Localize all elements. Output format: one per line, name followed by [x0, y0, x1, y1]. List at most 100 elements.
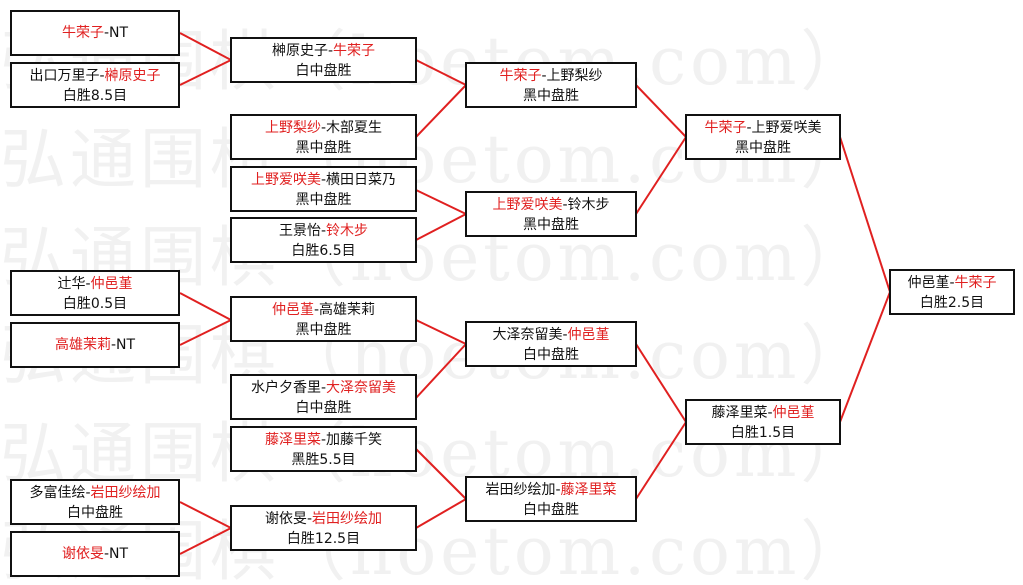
bracket-connector	[415, 319, 467, 345]
match-result: 黑中盘胜	[295, 322, 352, 338]
winner-name: 仲邑堇	[772, 405, 815, 421]
bracket-connector	[179, 501, 232, 529]
player-name: 岩田纱绘加	[485, 482, 556, 498]
player-name: 仲邑堇	[907, 275, 950, 291]
player-name: 高雄茉莉	[319, 302, 376, 318]
winner-name: 谢依旻	[61, 546, 104, 562]
winner-name: 牛荣子	[333, 43, 376, 59]
winner-name: 上野梨纱	[264, 120, 321, 136]
winner-name: 仲邑堇	[90, 276, 133, 292]
player-name: 水户夕香里	[250, 380, 321, 396]
match-players: 辻华-仲邑堇	[12, 274, 178, 294]
match-players: 谢依旻-NT	[62, 544, 128, 564]
match-result: 白胜2.5目	[919, 295, 985, 311]
winner-name: 牛荣子	[704, 120, 747, 136]
match-players: 大泽奈留美-仲邑堇	[467, 325, 635, 345]
match-result: 白中盘胜	[295, 63, 352, 79]
separator: -	[746, 120, 752, 136]
match-box: 谢依旻-NT	[10, 531, 180, 577]
match-box: 仲邑堇-高雄茉莉黑中盘胜	[230, 296, 417, 342]
match-result: 白胜8.5目	[62, 88, 128, 104]
match-players: 牛荣子-NT	[62, 23, 128, 43]
separator: -	[306, 511, 313, 527]
match-box: 上野爱咲美-横田日菜乃黑中盘胜	[230, 166, 417, 212]
player-name: 木部夏生	[326, 120, 383, 136]
player-name: 榊原史子	[271, 43, 328, 59]
winner-name: 仲邑堇	[271, 302, 314, 318]
player-name: 藤泽里菜	[711, 405, 768, 421]
match-players: 谢依旻-岩田纱绘加	[232, 509, 415, 529]
separator: -	[320, 120, 327, 136]
separator: -	[555, 482, 561, 498]
separator: -	[767, 405, 773, 421]
match-box: 藤泽里菜-加藤千笑黑胜5.5目	[230, 426, 417, 472]
match-box: 榊原史子-牛荣子白中盘胜	[230, 37, 417, 83]
bracket-connector	[179, 319, 232, 346]
match-result: 黑中盘胜	[735, 140, 791, 156]
winner-name: 上野爱咲美	[492, 197, 563, 213]
bracket-connector	[179, 32, 232, 61]
separator: -	[320, 432, 327, 448]
separator: -	[103, 25, 110, 41]
separator: -	[320, 172, 327, 188]
match-result: 白中盘胜	[295, 400, 352, 416]
bracket-connector	[179, 527, 232, 555]
match-players: 出口万里子-榊原史子	[12, 66, 178, 86]
separator: -	[541, 68, 547, 84]
match-players: 仲邑堇-牛荣子	[891, 273, 1013, 293]
player-name: 王景怡	[278, 223, 321, 239]
player-name: 上野爱咲美	[751, 120, 822, 136]
match-result: 黑中盘胜	[295, 140, 352, 156]
winner-name: 牛荣子	[954, 275, 997, 291]
match-players: 牛荣子-上野爱咲美	[687, 118, 839, 138]
match-box: 高雄茉莉-NT	[10, 322, 180, 368]
match-box: 出口万里子-榊原史子白胜8.5目	[10, 62, 180, 108]
match-box: 牛荣子-上野爱咲美黑中盘胜	[685, 114, 841, 160]
winner-name: 高雄茉莉	[54, 337, 111, 353]
match-result: 白中盘胜	[523, 502, 579, 518]
match-result: 白胜0.5目	[62, 296, 128, 312]
match-box: 王景怡-铃木步白胜6.5目	[230, 217, 417, 263]
separator: -	[110, 337, 117, 353]
match-players: 藤泽里菜-仲邑堇	[687, 403, 839, 423]
match-box: 上野梨纱-木部夏生黑中盘胜	[230, 114, 417, 160]
separator: -	[320, 380, 327, 396]
match-players: 上野爱咲美-铃木步	[467, 195, 635, 215]
bracket-connector	[415, 189, 467, 215]
separator: -	[562, 197, 568, 213]
winner-name: 藤泽里菜	[264, 432, 321, 448]
separator: -	[99, 68, 105, 84]
winner-name: 仲邑堇	[567, 327, 610, 343]
match-result: 黑中盘胜	[523, 217, 579, 233]
separator: -	[562, 327, 568, 343]
player-name: NT	[109, 546, 129, 562]
winner-name: 榊原史子	[104, 68, 161, 84]
match-box: 辻华-仲邑堇白胜0.5目	[10, 270, 180, 316]
match-box: 牛荣子-上野梨纱黑中盘胜	[465, 62, 637, 108]
match-players: 仲邑堇-高雄茉莉	[232, 300, 415, 320]
bracket-connector	[179, 59, 232, 86]
player-name: NT	[116, 337, 136, 353]
match-players: 藤泽里菜-加藤千笑	[232, 430, 415, 450]
bracket-connector	[415, 498, 467, 529]
separator: -	[313, 302, 320, 318]
separator: -	[949, 275, 955, 291]
match-players: 榊原史子-牛荣子	[232, 41, 415, 61]
match-players: 牛荣子-上野梨纱	[467, 66, 635, 86]
match-result: 黑中盘胜	[523, 88, 579, 104]
match-result: 白胜6.5目	[291, 243, 356, 259]
match-players: 上野爱咲美-横田日菜乃	[232, 170, 415, 190]
bracket-connector	[635, 84, 687, 138]
player-name: 上野梨纱	[546, 68, 603, 84]
match-box: 谢依旻-岩田纱绘加白胜12.5目	[230, 505, 417, 551]
match-box: 大泽奈留美-仲邑堇白中盘胜	[465, 321, 637, 367]
player-name: 谢依旻	[264, 511, 307, 527]
winner-name: 大泽奈留美	[326, 380, 397, 396]
winner-name: 岩田纱绘加	[312, 511, 383, 527]
match-box: 岩田纱绘加-藤泽里菜白中盘胜	[465, 476, 637, 522]
separator: -	[320, 223, 327, 239]
player-name: 加藤千笑	[326, 432, 383, 448]
bracket-connector	[839, 291, 891, 423]
winner-name: 牛荣子	[61, 25, 104, 41]
match-box: 牛荣子-NT	[10, 10, 180, 56]
